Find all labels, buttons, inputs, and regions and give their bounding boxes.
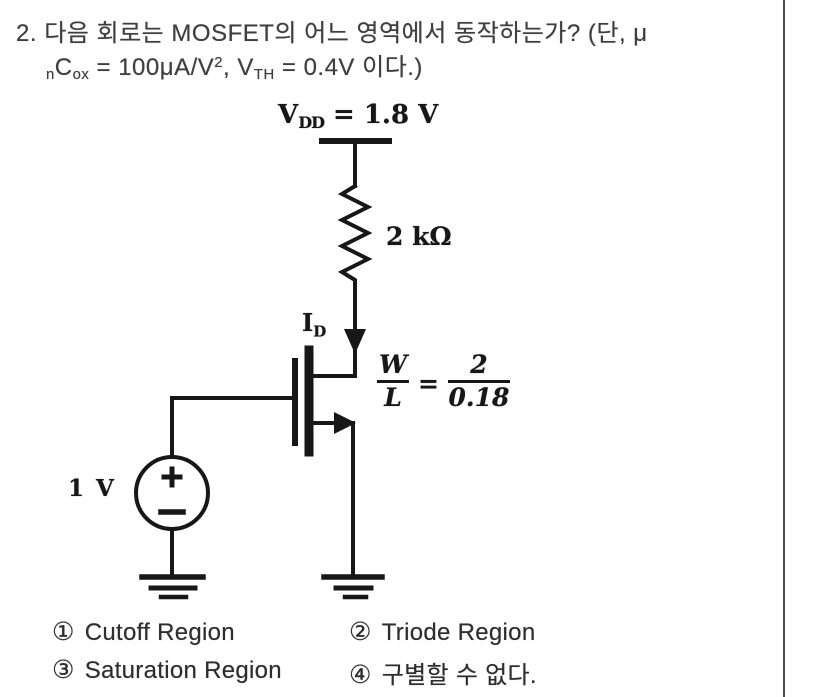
- column-divider: [783, 0, 785, 697]
- option-1-number: ①: [52, 618, 75, 646]
- option-2-number: ②: [349, 618, 372, 646]
- question-text: 다음 회로는 MOSFET의 어느 영역에서 동작하는가? (단, μ: [44, 20, 648, 47]
- vdd-voltage-label: VDD = 1.8 V: [278, 100, 438, 132]
- ground-symbol-right: [321, 574, 385, 600]
- squared-superscript: 2: [214, 54, 224, 71]
- source-voltage-label: 1 V: [68, 475, 116, 502]
- nmos-symbol: [292, 345, 357, 577]
- wl-numerator: 2: [470, 350, 488, 379]
- question-line-1: 2. 다음 회로는 MOSFET의 어느 영역에서 동작하는가? (단, μ: [16, 13, 648, 48]
- vdd-rail-symbol: [319, 138, 392, 188]
- option-4-number: ④: [349, 661, 372, 689]
- wl-value-fraction: 2 0.18: [447, 350, 510, 413]
- ground-symbol-left: [139, 574, 206, 600]
- current-arrow-icon: [344, 329, 366, 354]
- wl-fraction: W L: [377, 350, 409, 413]
- wl-ratio-label: W L = 2 0.18: [377, 350, 510, 413]
- w-symbol: W: [378, 350, 408, 379]
- gate-wire: [170, 396, 294, 459]
- option-2: ② Triode Region: [349, 617, 535, 647]
- option-1-label: Cutoff Region: [84, 619, 235, 646]
- plus-icon: [161, 466, 183, 488]
- option-3: ③ Saturation Region: [52, 655, 282, 685]
- uncox-value: = 100μA/V: [89, 54, 215, 81]
- cox-symbol: C: [54, 54, 73, 81]
- option-2-label: Triode Region: [381, 619, 536, 646]
- option-4-label: 구별할 수 없다.: [381, 662, 537, 689]
- current-symbol: I: [302, 308, 314, 337]
- fraction-bar: [377, 380, 409, 384]
- vth-subscript: TH: [253, 67, 275, 84]
- voltage-source-symbol: [134, 455, 210, 578]
- fraction-bar: [447, 380, 510, 384]
- vth-value: = 0.4V 이다.): [274, 54, 423, 81]
- mu-n-subscript: n: [46, 67, 55, 84]
- option-3-number: ③: [52, 656, 75, 684]
- current-subscript: D: [313, 322, 327, 341]
- resistor-value-label: 2 kΩ: [386, 222, 452, 251]
- equals-sign: =: [418, 369, 439, 399]
- wl-denominator: 0.18: [448, 383, 510, 413]
- option-1: ① Cutoff Region: [52, 617, 235, 647]
- option-4: ④ 구별할 수 없다.: [349, 655, 537, 690]
- l-symbol: L: [384, 383, 402, 413]
- vdd-value: = 1.8 V: [323, 100, 439, 130]
- vth-symbol: , V: [223, 54, 254, 81]
- option-3-label: Saturation Region: [84, 657, 282, 684]
- question-number: 2.: [16, 20, 38, 47]
- resistor-symbol: [337, 183, 373, 286]
- cox-subscript: ox: [72, 67, 90, 84]
- drain-current-label: ID: [302, 308, 326, 340]
- vdd-subscript: DD: [298, 112, 325, 132]
- vdd-symbol: V: [278, 100, 299, 130]
- question-line-2-formula: nCox = 100μA/V2, VTH = 0.4V 이다.): [46, 47, 423, 83]
